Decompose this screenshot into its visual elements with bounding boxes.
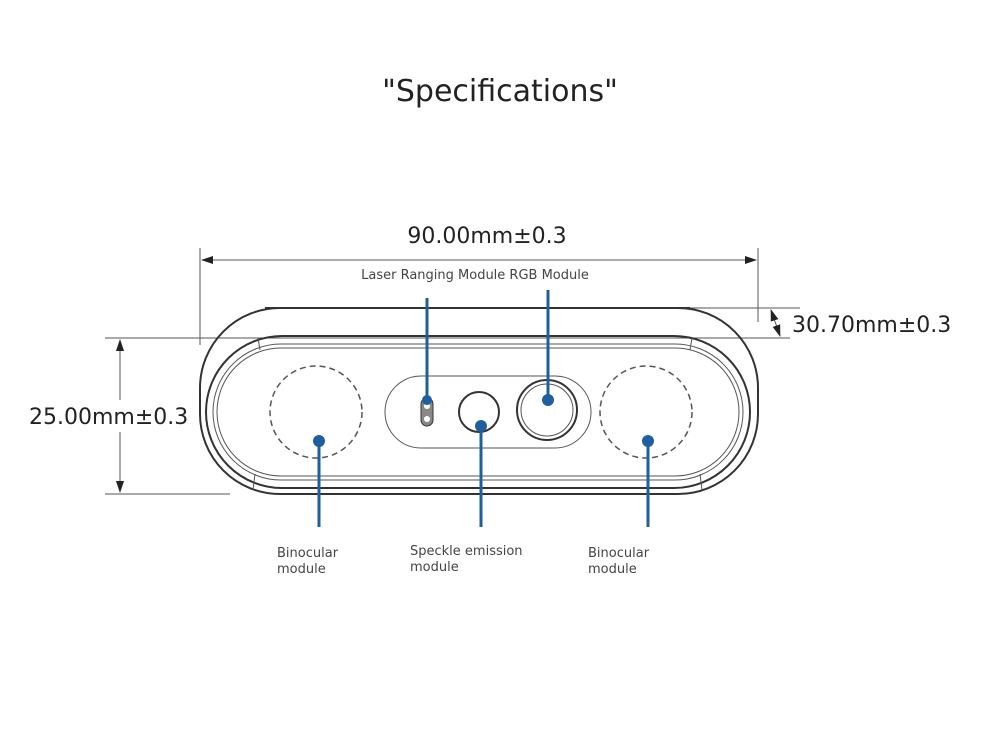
sensor-window <box>384 375 592 449</box>
top-module-labels: Laser Ranging Module RGB Module <box>361 268 589 283</box>
width-dimension: 90.00mm±0.3 <box>199 224 759 345</box>
height-label: 25.00mm±0.3 <box>29 405 188 430</box>
depth-dimension: 30.70mm±0.3 <box>150 307 951 339</box>
width-label: 90.00mm±0.3 <box>407 224 566 249</box>
binocular-left-lens <box>269 365 363 459</box>
speckle-emitter <box>458 391 500 433</box>
binocular-left-label-1: Binocular <box>277 546 339 561</box>
callouts <box>313 290 654 527</box>
speckle-label-2: module <box>410 560 459 575</box>
page-title: "Specifications" <box>382 74 618 109</box>
speckle-label-1: Speckle emission <box>410 544 523 559</box>
binocular-right-label-2: module <box>588 562 637 577</box>
binocular-left-label-2: module <box>277 562 326 577</box>
depth-label: 30.70mm±0.3 <box>792 313 951 338</box>
binocular-right-label-1: Binocular <box>588 546 650 561</box>
binocular-right-lens <box>599 365 693 459</box>
height-dimension: 25.00mm±0.3 <box>25 337 230 495</box>
camera-device <box>199 307 759 495</box>
